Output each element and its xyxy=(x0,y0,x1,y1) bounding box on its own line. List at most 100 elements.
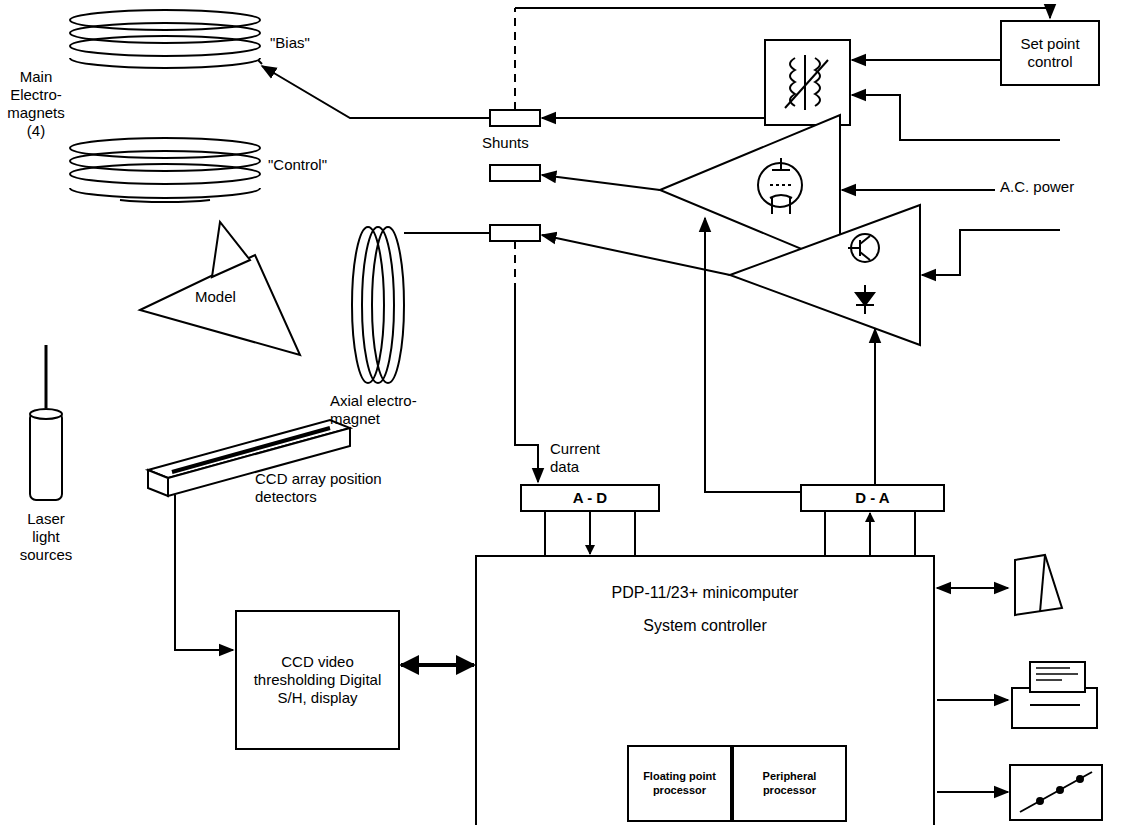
axial-electromagnet xyxy=(372,227,404,383)
control-box: Set point control xyxy=(1000,20,1100,86)
tube-amplifier xyxy=(660,115,840,265)
connector xyxy=(589,512,591,554)
axial-electromagnet xyxy=(404,232,490,234)
plotter-icon xyxy=(1010,765,1102,820)
part-name: Shunts xyxy=(482,134,552,152)
converter-box: A - D xyxy=(520,484,660,512)
connector xyxy=(401,663,474,667)
transformer xyxy=(785,60,828,108)
model xyxy=(140,222,300,355)
shunt xyxy=(490,110,540,126)
shunt xyxy=(490,165,540,181)
connector xyxy=(869,513,871,555)
wire xyxy=(874,329,876,484)
main-electromagnets xyxy=(70,138,260,158)
box-text: Set point control xyxy=(1008,35,1092,71)
tube-amplifier xyxy=(789,198,791,214)
ccd-array xyxy=(172,428,330,472)
printer-icon xyxy=(1012,688,1097,728)
printer-icon xyxy=(1030,704,1080,706)
transformer xyxy=(815,58,820,106)
printer-icon xyxy=(1036,667,1070,669)
wire xyxy=(262,66,490,118)
part-name: Model xyxy=(195,288,255,306)
terminal-icon xyxy=(1015,555,1062,615)
shunt xyxy=(490,110,540,241)
wire xyxy=(175,495,233,650)
main-electromagnets xyxy=(70,23,260,43)
axial-electromagnet xyxy=(352,227,384,383)
main-electromagnets xyxy=(70,58,260,68)
shunt xyxy=(490,225,540,241)
transistor-amplifier xyxy=(730,205,920,345)
processor-box: Peripheral processor xyxy=(732,745,847,822)
wire xyxy=(852,95,1060,140)
tube-amplifier xyxy=(770,184,792,186)
wire xyxy=(514,8,516,110)
main-electromagnets xyxy=(70,10,262,202)
processor-box: Floating point processor xyxy=(627,745,732,822)
computer-box: PDP-11/23+ minicomputerSystem controller… xyxy=(475,555,935,825)
transformer xyxy=(765,40,850,125)
part-name: CCD array position detectors xyxy=(255,470,383,506)
transistor-amplifier xyxy=(860,236,870,244)
printer-icon xyxy=(1012,662,1097,728)
printer-icon xyxy=(1030,662,1085,692)
wire xyxy=(914,512,916,555)
part-name: Axial electro- magnet xyxy=(330,392,440,428)
laser-light-source xyxy=(30,345,62,500)
box-text: System controller xyxy=(643,616,767,635)
wire xyxy=(542,235,730,275)
part-name: Main Electro- magnets (4) xyxy=(2,68,70,140)
plotter-icon xyxy=(1057,787,1063,793)
main-electromagnets xyxy=(70,10,260,30)
box-text: Floating point processor xyxy=(635,770,724,796)
box-text: PDP-11/23+ minicomputer xyxy=(612,583,799,602)
transformer xyxy=(765,40,850,125)
transistor-amplifier xyxy=(860,252,870,260)
wire xyxy=(544,512,546,555)
wire xyxy=(937,791,1008,793)
wire xyxy=(634,512,636,555)
wire xyxy=(937,699,1008,701)
box-text: D - A xyxy=(855,489,889,507)
wire xyxy=(515,8,1050,18)
printer-icon xyxy=(1036,679,1062,681)
axial-electromagnet xyxy=(352,227,490,383)
plotter-icon xyxy=(1077,776,1083,782)
main-electromagnets xyxy=(70,151,260,171)
main-electromagnets xyxy=(70,188,260,198)
transistor-amplifier xyxy=(730,205,920,345)
wire xyxy=(842,189,995,191)
signal-name: Current data xyxy=(550,440,610,476)
converter-box: D - A xyxy=(800,484,945,512)
wire xyxy=(852,59,1000,61)
box-text: CCD video thresholding Digital S/H, disp… xyxy=(243,653,392,707)
main-electromagnets xyxy=(70,164,260,184)
plotter-icon xyxy=(1037,798,1043,804)
main-electromagnets xyxy=(258,60,262,64)
laser-light-source xyxy=(45,345,48,408)
wire xyxy=(542,175,660,190)
wire xyxy=(515,290,538,482)
main-electromagnets xyxy=(70,36,260,56)
tube-amplifier xyxy=(660,115,840,265)
coil-name: "Control" xyxy=(268,156,358,174)
axial-electromagnet xyxy=(362,227,394,383)
terminal-icon xyxy=(1040,555,1045,612)
video-box: CCD video thresholding Digital S/H, disp… xyxy=(235,610,400,750)
printer-icon xyxy=(1036,673,1078,675)
coil-name: "Bias" xyxy=(270,34,340,52)
terminal-icon xyxy=(1015,555,1062,615)
plotter-icon xyxy=(1020,772,1092,812)
transformer xyxy=(804,55,806,110)
plotter-icon xyxy=(1010,765,1102,820)
laser-light-source xyxy=(30,409,62,419)
wire xyxy=(937,587,1008,589)
box-text: A - D xyxy=(573,489,607,507)
wire xyxy=(542,117,765,119)
laser-light-source xyxy=(30,412,62,500)
tube-amplifier xyxy=(771,198,773,214)
transistor-amplifier xyxy=(864,285,866,314)
wire xyxy=(705,218,800,492)
